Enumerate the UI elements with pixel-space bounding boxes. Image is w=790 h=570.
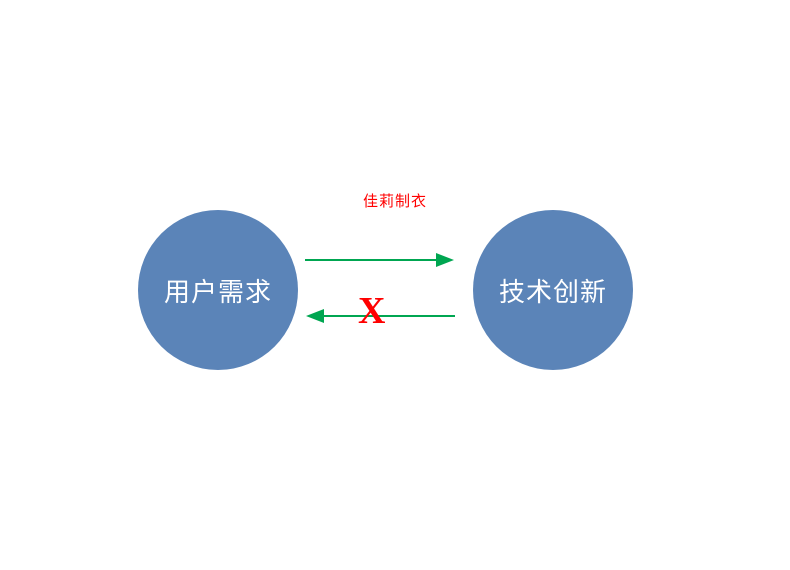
left-circle-user-needs: 用户需求 bbox=[138, 210, 298, 370]
watermark-text: 佳莉制衣 bbox=[362, 194, 427, 210]
cross-x-icon: X bbox=[358, 290, 386, 332]
left-circle-label: 用户需求 bbox=[163, 276, 272, 307]
right-circle-tech-innovation: 技术创新 bbox=[473, 210, 633, 370]
right-circle-label: 技术创新 bbox=[498, 276, 607, 307]
